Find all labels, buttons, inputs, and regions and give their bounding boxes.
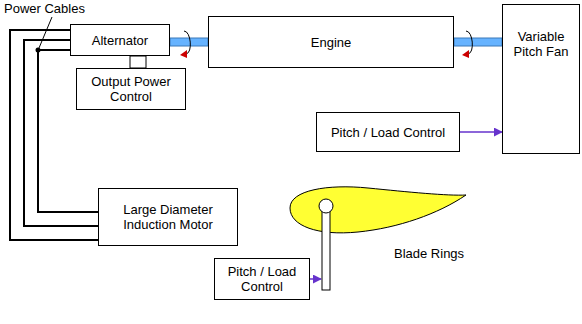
box-label: Alternator [92,33,148,48]
airfoil-outline [288,180,472,290]
control-arrow [310,278,321,280]
leader-line [39,17,52,48]
component-box: Alternator [70,24,170,56]
drive-shaft [454,38,502,46]
coupling-block [130,56,146,68]
rotation-arrow [180,31,190,58]
blade-ring-shape: Blade Rings [288,180,472,266]
box-label: Output Power Control [82,74,180,104]
cable-label: Power Cables [4,1,85,16]
box-label: Pitch / Load Control [331,125,445,140]
component-box: Engine [208,16,454,68]
rotation-arrow [462,31,472,58]
component-box: Pitch / Load Control [316,112,460,152]
box-label: Pitch / Load Control [220,264,304,294]
control-arrow [460,131,502,133]
component-box: Output Power Control [76,68,186,110]
box-label: Variable Pitch Fan [508,29,574,59]
component-box: Large Diameter Induction Motor [98,188,238,246]
component-box: Pitch / Load Control [214,258,310,300]
junction-dot [36,48,41,53]
part-label: Blade Rings [394,246,464,261]
drive-shaft [170,38,208,46]
component-box: Variable Pitch Fan [502,4,580,154]
power-cable [10,30,98,240]
box-label: Engine [311,35,351,50]
box-label: Large Diameter Induction Motor [104,202,232,232]
